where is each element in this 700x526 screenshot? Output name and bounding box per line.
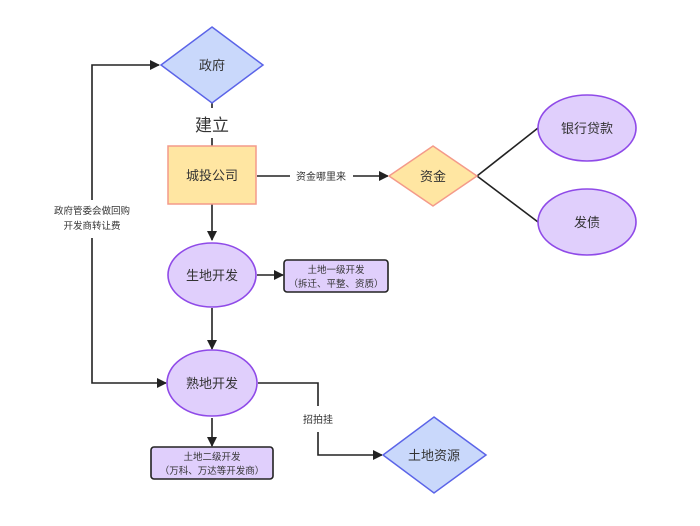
node-funds[interactable]: 资金 bbox=[387, 145, 479, 207]
node-secondary-dev[interactable]: 土地二级开发 （万科、万达等开发商） bbox=[150, 446, 274, 480]
node-primary-dev-line2: （拆迁、平整、资质） bbox=[288, 278, 383, 290]
node-bank-loan[interactable]: 银行贷款 bbox=[537, 94, 637, 162]
node-raw-land[interactable]: 生地开发 bbox=[167, 242, 257, 308]
edge-loop-to-government bbox=[91, 60, 160, 200]
node-bond-label: 发债 bbox=[574, 215, 600, 231]
edge-funds-bankloan bbox=[476, 127, 539, 177]
node-land-resource-label: 土地资源 bbox=[408, 449, 460, 464]
node-land-resource[interactable]: 土地资源 bbox=[381, 416, 488, 494]
edge-label-buyback-line2: 开发商转让费 bbox=[63, 220, 120, 232]
node-mature-land[interactable]: 熟地开发 bbox=[166, 349, 258, 417]
node-raw-land-label: 生地开发 bbox=[186, 268, 238, 284]
edge-label-buyback-line1: 政府管委会做回购 bbox=[54, 205, 130, 217]
node-government-label: 政府 bbox=[199, 59, 225, 74]
edges bbox=[91, 60, 539, 460]
edge-label-where-funds: 资金哪里来 bbox=[296, 170, 346, 183]
node-primary-dev[interactable]: 土地一级开发 （拆迁、平整、资质） bbox=[283, 259, 389, 293]
node-mature-land-label: 熟地开发 bbox=[186, 376, 238, 392]
node-secondary-dev-line1: 土地二级开发 bbox=[183, 451, 241, 463]
node-funds-label: 资金 bbox=[420, 169, 446, 185]
node-chengtou[interactable]: 城投公司 bbox=[167, 145, 257, 205]
node-government[interactable]: 政府 bbox=[159, 26, 265, 104]
node-bond[interactable]: 发债 bbox=[537, 188, 637, 256]
node-bank-loan-label: 银行贷款 bbox=[561, 122, 613, 137]
edge-label-establish: 建立 bbox=[195, 116, 229, 136]
edge-label-auction: 招拍挂 bbox=[303, 413, 333, 426]
edge-mature-landresource-b bbox=[317, 432, 383, 460]
node-secondary-dev-line2: （万科、万达等开发商） bbox=[160, 465, 265, 477]
edge-funds-bond bbox=[476, 175, 539, 223]
edge-loop-to-mature bbox=[91, 238, 167, 388]
node-primary-dev-line1: 土地一级开发 bbox=[307, 264, 365, 276]
edge-mature-landresource-a bbox=[258, 382, 319, 406]
node-chengtou-label: 城投公司 bbox=[186, 168, 238, 184]
